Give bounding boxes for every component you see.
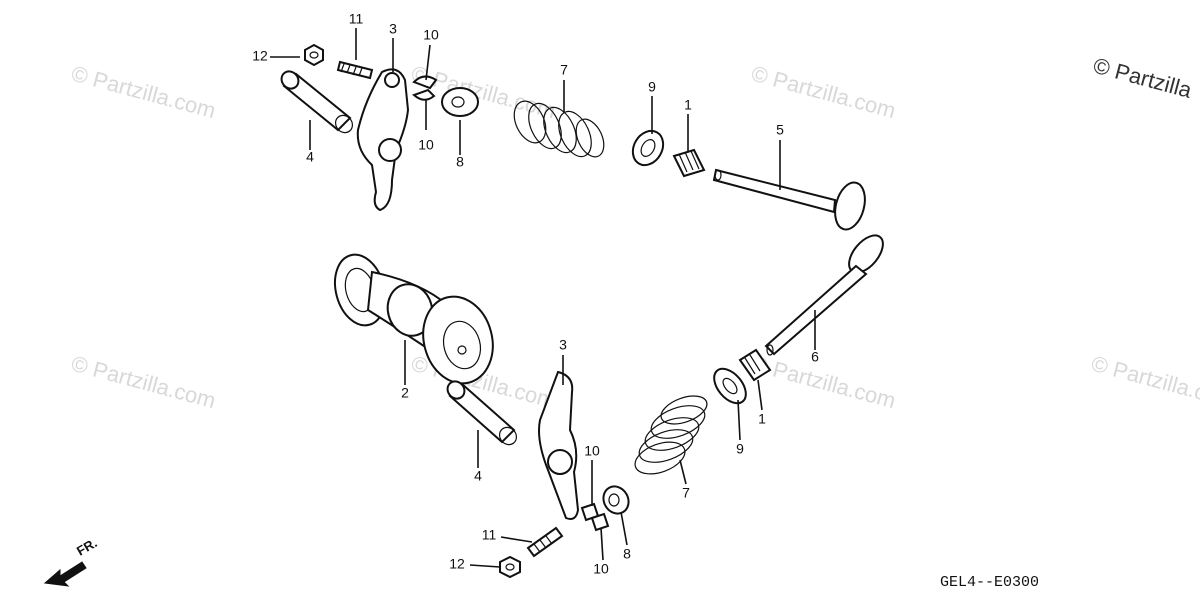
leader-lines	[270, 28, 816, 568]
part-10-cotter-lower	[580, 502, 610, 532]
part-10-cotter-upper	[412, 75, 438, 101]
callout-12-upper: 12	[252, 48, 268, 64]
callout-8-lower: 8	[623, 546, 631, 562]
part-5-valve-upper	[712, 168, 866, 231]
watermark-bottom-right: © Partzilla.com	[749, 351, 899, 414]
callout-7-upper: 7	[560, 62, 568, 78]
part-9-washer-upper	[631, 129, 665, 167]
part-11-screw-upper	[336, 60, 374, 80]
part-7-valve-spring-upper	[513, 100, 605, 158]
diagram-code: GEL4--E0300	[940, 574, 1039, 591]
watermark-bottom-left: © Partzilla.com	[69, 351, 219, 414]
part-8-retainer-upper	[441, 87, 479, 117]
callout-6: 6	[811, 349, 819, 365]
callout-10-upper-a: 10	[423, 27, 439, 43]
part-4-rocker-shaft-upper	[280, 70, 354, 134]
part-9-washer-lower	[713, 367, 747, 405]
part-3-rocker-arm-lower	[538, 370, 580, 520]
callout-12-lower: 12	[449, 556, 465, 572]
callout-11-lower: 11	[482, 527, 497, 543]
watermark-group: © Partzilla.com © Partzilla.com © Partzi…	[69, 53, 1200, 414]
part-1-stem-seal-lower	[738, 348, 772, 382]
watermark-top-right: © Partzilla.com	[749, 61, 899, 124]
callout-4-lower: 4	[474, 468, 482, 484]
callouts: 12 11 3 10 10 4 8 7 9 1 5 2 6 3 4 10 10 …	[252, 11, 819, 577]
part-8-retainer-lower	[602, 485, 630, 515]
watermark-top-left: © Partzilla.com	[69, 61, 219, 124]
callout-10-upper-b: 10	[418, 137, 434, 153]
callout-1-upper: 1	[684, 97, 692, 113]
callout-3-lower: 3	[559, 337, 567, 353]
callout-2: 2	[401, 385, 409, 401]
front-label: FR.	[74, 535, 100, 558]
part-1-stem-seal-upper	[672, 148, 706, 178]
part-12-nut-upper	[304, 43, 324, 67]
callout-5: 5	[776, 122, 784, 138]
front-arrow-icon	[43, 561, 87, 587]
part-12-nut-lower	[499, 555, 521, 579]
watermark-corner: © Partzilla	[1091, 53, 1195, 103]
callout-11-upper: 11	[349, 11, 364, 27]
part-7-valve-spring-lower	[634, 395, 708, 475]
callout-4-upper: 4	[306, 149, 314, 165]
part-2-camshaft	[334, 253, 494, 385]
callout-9-upper: 9	[648, 79, 656, 95]
callout-10-lower-a: 10	[584, 443, 600, 459]
callout-3-upper: 3	[389, 21, 397, 37]
part-6-valve-lower	[764, 234, 884, 356]
front-direction-indicator: FR.	[43, 535, 100, 587]
part-3-rocker-arm-upper	[356, 68, 410, 212]
callout-9-lower: 9	[736, 441, 744, 457]
watermark-bottom-far-right: © Partzilla.com	[1089, 351, 1200, 414]
part-4-rocker-shaft-lower	[446, 380, 518, 446]
callout-10-lower-b: 10	[593, 561, 609, 577]
part-11-screw-lower	[526, 526, 564, 558]
callout-8-upper: 8	[456, 154, 464, 170]
callout-1-lower: 1	[758, 411, 766, 427]
callout-7-lower: 7	[682, 485, 690, 501]
